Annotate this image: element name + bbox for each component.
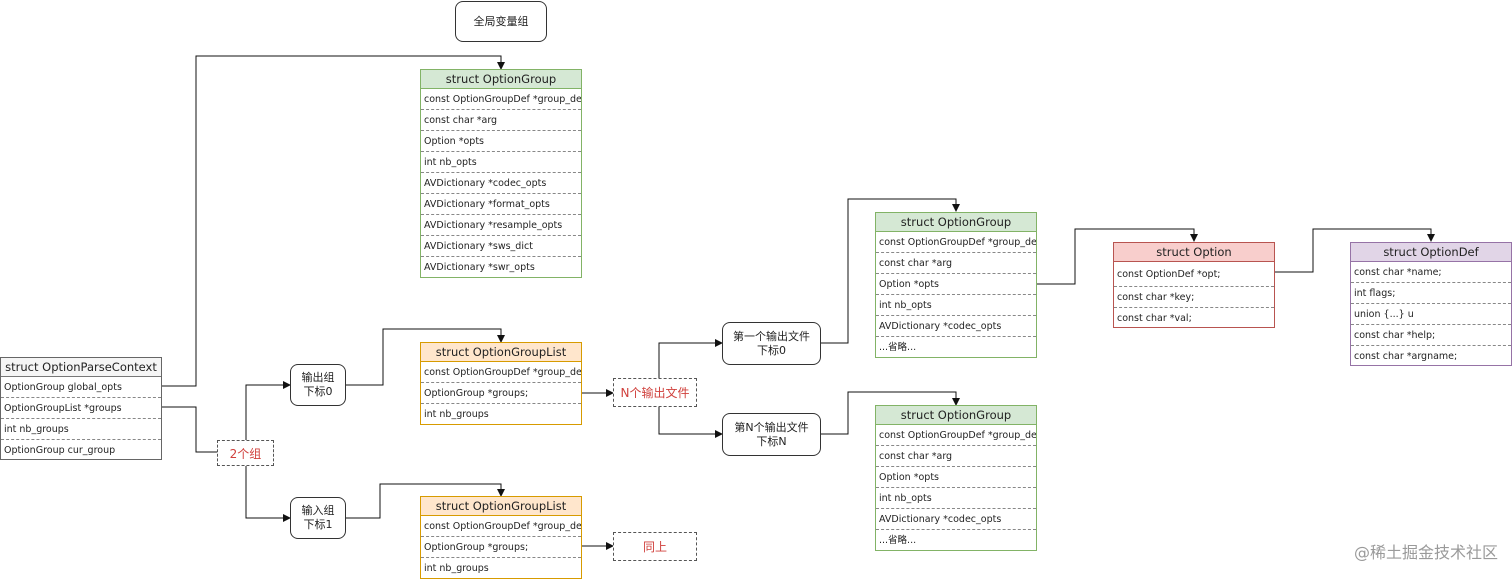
input-group-node: 输入组 下标1 [290, 497, 346, 539]
struct-field: int nb_opts [421, 152, 581, 173]
first-output-option-group-struct: struct OptionGroup const OptionGroupDef … [875, 212, 1037, 358]
struct-title: struct OptionParseContext [1, 358, 161, 377]
struct-field: AVDictionary *sws_dict [421, 236, 581, 257]
struct-field: OptionGroup *groups; [421, 383, 581, 404]
arrow-input-to-list [346, 483, 505, 519]
option-struct: struct Option const OptionDef *opt; cons… [1113, 242, 1275, 328]
watermark: @稀土掘金技术社区 [1353, 543, 1498, 562]
struct-field: AVDictionary *format_opts [421, 194, 581, 215]
struct-title: struct OptionGroup [876, 213, 1036, 232]
output-option-group-list-struct: struct OptionGroupList const OptionGroup… [420, 342, 582, 425]
struct-field: OptionGroup *groups; [421, 537, 581, 558]
struct-field: Option *opts [421, 131, 581, 152]
struct-field: ...省略... [879, 535, 917, 546]
struct-field: int nb_opts [876, 295, 1036, 316]
input-option-group-list-struct: struct OptionGroupList const OptionGroup… [420, 496, 582, 579]
struct-title: struct OptionGroupList [421, 497, 581, 516]
nth-output-file-node: 第N个输出文件 下标N [722, 413, 821, 456]
struct-field: const OptionDef *opt; [1114, 262, 1274, 287]
struct-field: int nb_groups [424, 563, 489, 574]
struct-field: int nb_opts [876, 488, 1036, 509]
arrow-n-to-first [658, 339, 723, 378]
struct-field: int nb_groups [424, 409, 489, 420]
same-as-above-note: 同上 [613, 532, 697, 561]
struct-field: const char *arg [876, 253, 1036, 274]
struct-field: Option *opts [876, 467, 1036, 488]
arrow-two-to-input [245, 466, 291, 522]
struct-title: struct Option [1114, 243, 1274, 262]
struct-field: AVDictionary *resample_opts [421, 215, 581, 236]
struct-field: const char *arg [876, 446, 1036, 467]
arrow-two-to-output [245, 381, 291, 440]
struct-field: AVDictionary *codec_opts [876, 316, 1036, 337]
struct-field: AVDictionary *codec_opts [421, 173, 581, 194]
struct-field: const char *help; [1351, 325, 1511, 346]
arrow-first-to-group [821, 198, 960, 344]
struct-field: int flags; [1351, 283, 1511, 304]
struct-field: Option *opts [876, 274, 1036, 295]
struct-field: const OptionGroupDef *group_def [421, 362, 581, 383]
struct-field: const OptionGroupDef *group_def [876, 425, 1036, 446]
struct-title: struct OptionDef [1351, 243, 1511, 262]
struct-field: union {...} u [1351, 304, 1511, 325]
struct-field: OptionGroupList *groups [1, 398, 161, 419]
n-output-files-note: N个输出文件 [613, 378, 697, 407]
struct-field: AVDictionary *swr_opts [424, 262, 535, 273]
arrow-opt-to-optiondef [1275, 228, 1435, 273]
struct-field: const char *arg [421, 110, 581, 131]
struct-field: const char *argname; [1354, 351, 1458, 362]
struct-field: const OptionGroupDef *group_def [421, 89, 581, 110]
struct-title: struct OptionGroupList [421, 343, 581, 362]
struct-field: const char *name; [1351, 262, 1511, 283]
struct-field: ...省略... [879, 342, 917, 353]
arrow-n-to-nth [658, 407, 723, 438]
arrow-opts-to-option [1037, 228, 1198, 285]
struct-field: const OptionGroupDef *group_def [421, 516, 581, 537]
arrow-nth-to-group [821, 391, 960, 435]
struct-title: struct OptionGroup [421, 70, 581, 89]
first-output-file-node: 第一个输出文件 下标0 [722, 322, 821, 365]
global-group-label: 全局变量组 [455, 1, 547, 42]
struct-field: const char *val; [1117, 313, 1192, 324]
two-groups-note: 2个组 [217, 440, 274, 466]
line-groups-to-two [161, 406, 217, 453]
struct-field: const char *key; [1114, 287, 1274, 308]
output-group-node: 输出组 下标0 [290, 364, 346, 406]
struct-field: OptionGroup cur_group [4, 445, 116, 456]
option-parse-context-struct: struct OptionParseContext OptionGroup gl… [0, 357, 162, 460]
struct-field: const OptionGroupDef *group_def [876, 232, 1036, 253]
struct-field: int nb_groups [1, 419, 161, 440]
global-option-group-struct: struct OptionGroup const OptionGroupDef … [420, 69, 582, 278]
struct-field: OptionGroup global_opts [1, 377, 161, 398]
struct-title: struct OptionGroup [876, 406, 1036, 425]
struct-field: AVDictionary *codec_opts [876, 509, 1036, 530]
arrow-global-opts [161, 55, 505, 387]
arrow-output-to-list [346, 328, 505, 386]
nth-output-option-group-struct: struct OptionGroup const OptionGroupDef … [875, 405, 1037, 551]
option-def-struct: struct OptionDef const char *name; int f… [1350, 242, 1512, 366]
